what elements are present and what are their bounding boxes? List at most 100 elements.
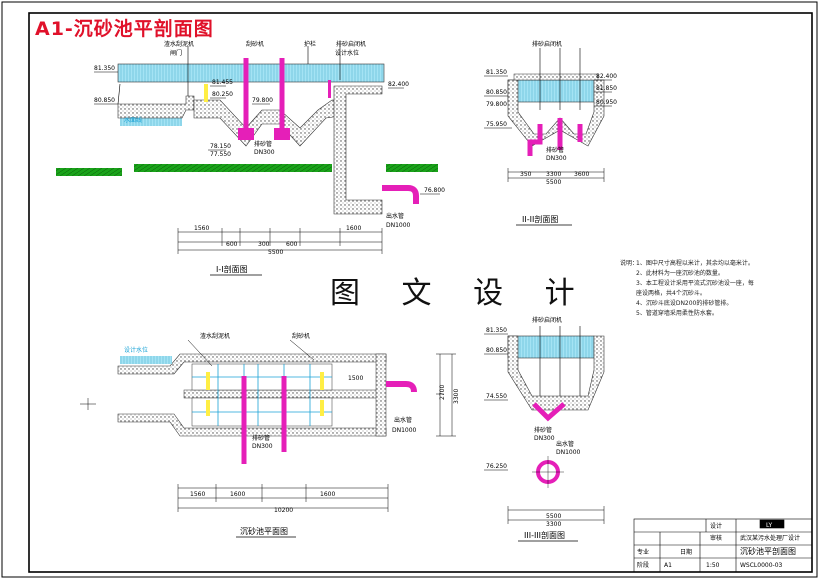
plan-dim-1600-b: 1600 [320,491,335,498]
plan-view [80,339,456,512]
tb-stage: 阶段 [637,561,649,569]
tb-date-label: 日期 [680,548,692,556]
elev-e6: 78.150 [210,143,231,150]
plan-dim-1600: 1600 [230,491,245,498]
plan-end-wall [375,353,387,437]
elev-e3: 80.850 [94,97,115,104]
hopper-concrete [193,99,341,147]
tank-2-concrete [507,79,605,147]
label-sand-valve: 排砂启闭机 [336,40,366,48]
dim-600-b: 600 [286,241,298,248]
note-line: 2、此材料为一座沉砂池的数量。 [636,270,724,277]
sand-pipe-3 [532,402,566,422]
label-sand-valve-2: 排砂启闭机 [532,40,562,48]
elev-2-e10: 82.400 [596,73,617,80]
tb-scale: 1:50 [706,562,720,569]
label-valve: 闸门 [170,49,182,57]
label-sand-pipe-a: 排砂管 [254,140,272,148]
ground-mid [134,164,332,172]
elev-3-e9: 74.550 [486,393,507,400]
dim-5500-3: 5500 [546,513,561,520]
section-2-2 [484,48,612,182]
dim-5500-2: 5500 [546,179,561,186]
tb-check: 审核 [710,534,722,542]
label-sand-dn-2: DN300 [546,155,567,162]
drawing-banner-title: A1-沉砂池平剖面图 [35,18,214,40]
view-title-plan: 沉砂池平面图 [240,526,288,536]
elev-3-e14: 76.250 [486,463,507,470]
dim-600-a: 600 [226,241,238,248]
plan-label-outlet: 出水管 [394,416,412,424]
note-line: 1、图中尺寸高程以米计，其余均以毫米计。 [636,260,754,267]
sand-hopper-2 [274,128,290,140]
title-block [633,518,813,573]
elev-2-e5: 79.800 [486,101,507,108]
tb-code: WSCL0000-03 [740,562,783,569]
dim-5500-a: 5500 [268,249,283,256]
tb-project: 武汉某污水处理厂设计 [740,534,800,542]
dim-1560-a: 1560 [194,225,209,232]
label-outlet-dn-a: DN1000 [386,222,411,229]
label-scraper: 刮砂机 [246,40,264,48]
inlet-water [120,116,182,126]
elev-e7: 77.550 [210,151,231,158]
elev-3-e3: 80.850 [486,347,507,354]
plan-label-sand-dn: DN300 [252,443,273,450]
inner-frame [28,12,813,573]
plan-outlet-pipe [386,381,417,393]
dim-row-1 [177,228,383,254]
dim-3300-3: 3300 [546,521,561,528]
water-band-3 [507,335,595,359]
note-line: 座设两格，共4个沉砂斗。 [636,290,706,297]
plan-gate-2 [206,400,210,416]
plan-label-sand-pipe: 排砂管 [252,434,270,442]
elev-2-e1: 81.350 [486,69,507,76]
dim-350-2: 350 [520,171,532,178]
dim-1600-a: 1600 [346,225,361,232]
view-title-2-2: II-II剖面图 [522,214,558,224]
chamber-concrete [333,85,383,215]
label-outlet-a: 出水管 [386,212,404,220]
note-line: 5、管道穿墙采用柔性防水套。 [636,310,718,317]
channel-concrete [117,95,195,119]
label-outlet-3: 出水管 [556,440,574,448]
plan-gate-1 [206,372,210,390]
elev-2-e11: 81.850 [596,85,617,92]
plan-label-scraper: 刮砂机 [292,332,310,340]
section-1-1 [56,46,440,254]
sand-pipe-2a [527,124,543,156]
beam-2 [513,73,599,81]
design-notes: 说明： 1、图中尺寸高程以米计，其余均以毫米计。 2、此材料为一座沉砂池的数量。… [620,259,814,319]
section-3-3 [484,326,605,524]
dim-3600-2: 3600 [574,171,589,178]
watermark-text: 图 文 设 计 [330,276,591,311]
plan-label-level: 设计水位 [124,346,148,354]
plan-label-outlet-dn: DN1000 [392,427,417,434]
plan-dim-10200: 10200 [274,507,293,514]
tb-logo: LY [766,522,773,529]
label-sand-dn-3: DN300 [534,435,555,442]
plan-gate-3 [320,372,324,390]
dim-300-a: 300 [258,241,270,248]
plan-dim-2700: 2700 [439,385,446,400]
label-sand-dn-a: DN300 [254,149,275,156]
plan-dim-1560: 1560 [190,491,205,498]
label-sand-pipe-2: 排砂管 [546,146,564,154]
label-sand-pipe-3: 排砂管 [534,426,552,434]
elev-e10: 82.400 [388,81,409,88]
view-title-1-1: I-I剖面图 [216,264,248,274]
valve-pink [328,80,331,98]
label-sand-valve-3: 排砂启闭机 [532,316,562,324]
tank-3-concrete [507,335,605,411]
tb-org: 设计 [710,522,722,530]
elev-e4: 80.250 [212,91,233,98]
elev-2-e3: 80.850 [486,89,507,96]
elev-2-e12: 80.950 [596,99,617,106]
plan-gate-4 [320,400,324,416]
ground-right [386,164,438,172]
elev-e1: 81.350 [94,65,115,72]
elev-e2: 81.455 [212,79,233,86]
tb-drawing-title: 沉砂池平剖面图 [740,546,796,556]
